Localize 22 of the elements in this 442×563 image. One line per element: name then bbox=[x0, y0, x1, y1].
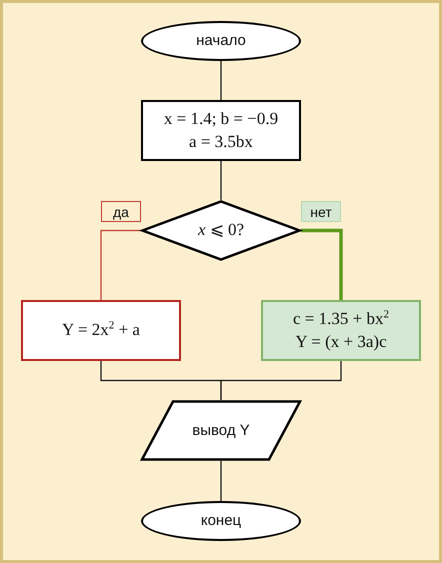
formula-text: x = 1.4; b = −0.9 bbox=[164, 109, 278, 130]
connector-line bbox=[220, 161, 222, 200]
formula-text: Y = (x + 3a)c bbox=[295, 332, 387, 352]
connector-line bbox=[220, 361, 342, 400]
output-parallelogram bbox=[141, 400, 301, 461]
edge-label: да bbox=[101, 201, 141, 222]
formula-text: x ⩽ 0? bbox=[198, 220, 244, 241]
connector-line bbox=[301, 228, 343, 300]
formula-text: Y = 2x$^{2}$ + a bbox=[62, 320, 140, 341]
connector-line bbox=[220, 461, 222, 501]
connector-line bbox=[220, 61, 222, 100]
edge-label: нет bbox=[301, 201, 341, 222]
process-box bbox=[21, 300, 181, 361]
formula-text: a = 3.5bx bbox=[189, 132, 253, 152]
process-box bbox=[141, 100, 301, 161]
node-label: конец bbox=[200, 512, 242, 530]
formula-text: c = 1.35 + bx$^{2}$ bbox=[292, 309, 389, 330]
process-box bbox=[261, 300, 421, 361]
connector-line bbox=[100, 230, 141, 300]
node-label: начало bbox=[196, 32, 246, 50]
node-label: вывод Y bbox=[192, 422, 250, 440]
decision-diamond bbox=[141, 200, 301, 261]
